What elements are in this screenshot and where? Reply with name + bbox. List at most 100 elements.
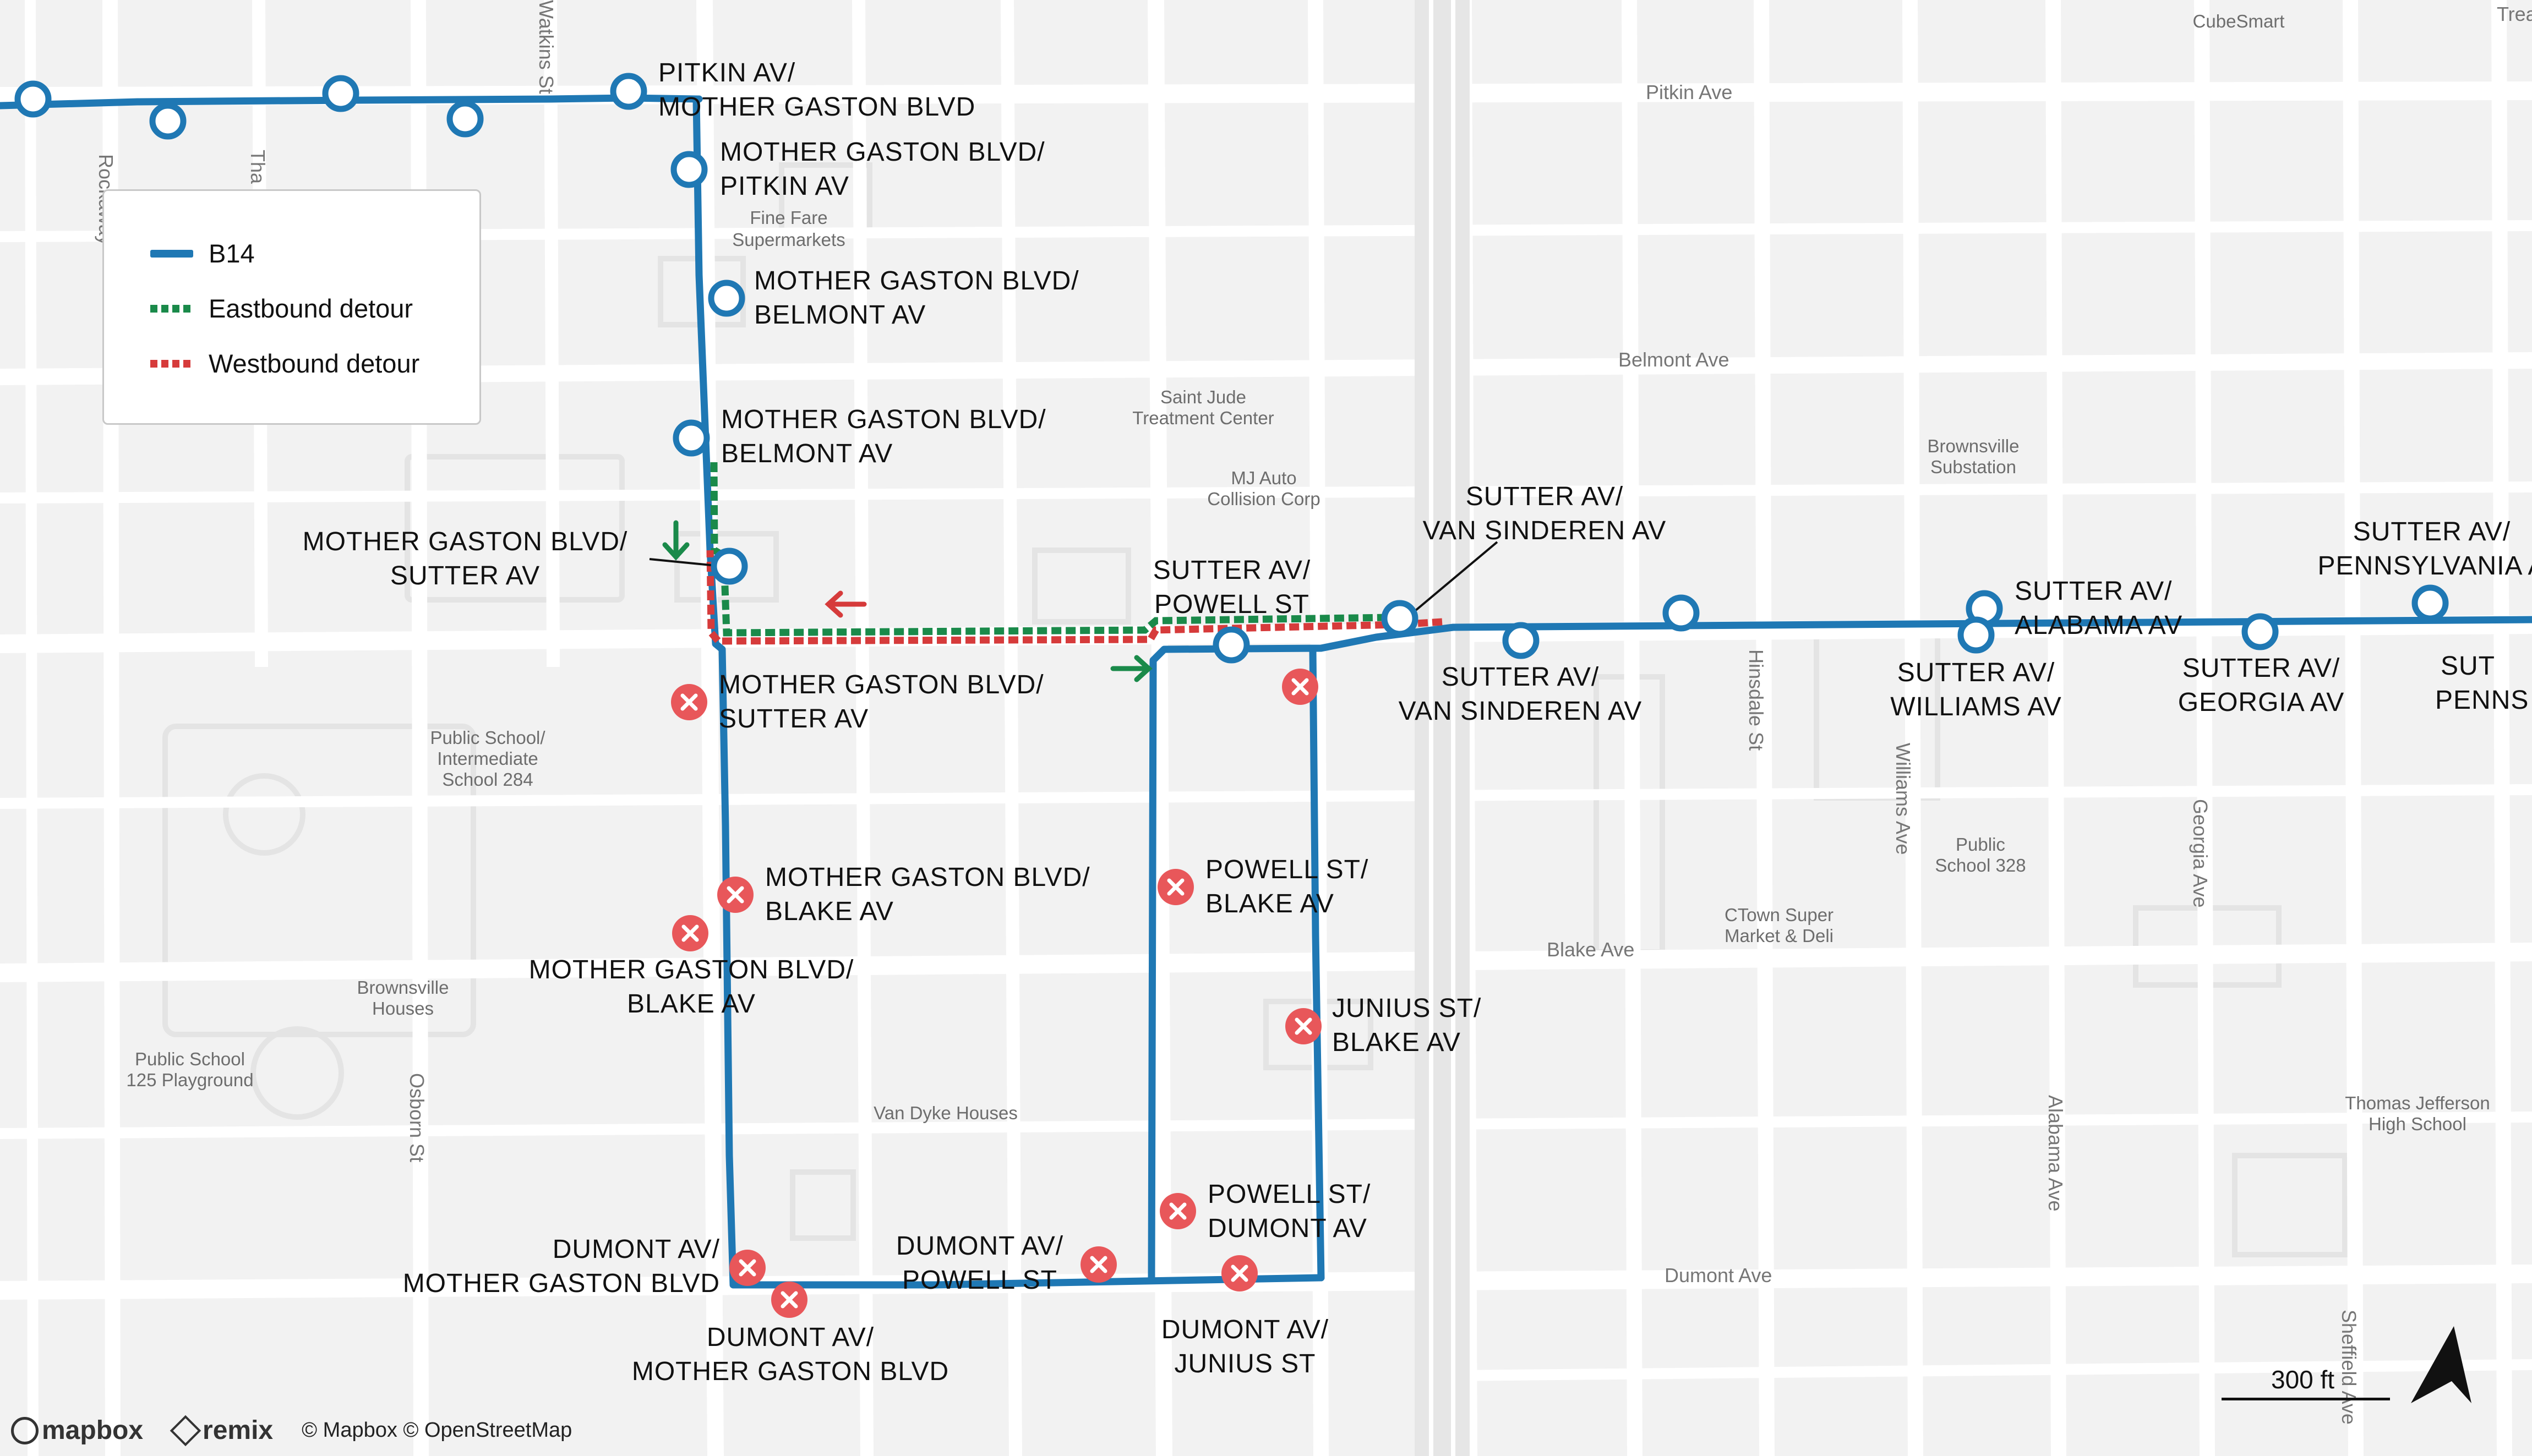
poi-brownsville-substation-2: Substation [1930,457,2016,477]
closed-stop-icon[interactable] [717,877,754,913]
stop-label-mg-sutter-closed: MOTHER GASTON BLVD/SUTTER AV [719,670,1044,734]
stop-label-sutter-penn: SUTTER AV/PENNSYLVANIA A [2317,517,2532,581]
poi-brownsville-houses: Brownsville [357,977,449,998]
closed-stop-icon[interactable] [1282,669,1318,705]
street-label-williams: Williams Ave [1892,743,1914,855]
eastbound-dash-swatch [150,304,193,313]
stop-marker[interactable] [673,419,710,457]
stop-label-dumont-mg-1: DUMONT AV/MOTHER GASTON BLVD [403,1235,720,1298]
map-attribution: mapbox remix © Mapbox © OpenStreetMap [11,1415,572,1446]
street-label-hinsdale: Hinsdale St [1745,649,1767,751]
stop-label-mg-pitkin: MOTHER GASTON BLVD/PITKIN AV [720,138,1045,201]
street-label-blake: Blake Ave [1547,938,1634,961]
poi-labels: CubeSmart Fine Fare Supermarkets Saint J… [126,11,2490,1134]
legend-item-westbound: Westbound detour [150,348,419,379]
poi-cubesmart: CubeSmart [2193,11,2285,31]
stop-marker[interactable] [446,100,484,138]
direction-arrows [662,520,1153,682]
legend-item-route: B14 [150,238,255,269]
stop-marker[interactable] [1381,600,1418,637]
stop-marker[interactable] [711,548,748,585]
poi-fine-fare-2: Supermarkets [732,229,845,250]
street-label-sheffield: Sheffield Ave [2338,1310,2360,1425]
stop-marker[interactable] [708,280,745,317]
poi-saint-jude: Saint Jude [1160,387,1246,407]
street-label-trea: Trea [2497,3,2532,25]
stop-label-powell-blake: POWELL ST/BLAKE AV [1205,855,1368,918]
poi-ps125-2: 125 Playground [126,1070,253,1090]
stop-label-sutter-georgia: SUTTER AV/GEORGIA AV [2178,654,2345,717]
closed-stop-icon[interactable] [1285,1008,1322,1044]
closed-stop-icon[interactable] [1221,1255,1258,1291]
street-label-georgia: Georgia Ave [2189,799,2212,907]
route-line-swatch [150,249,193,258]
stop-label-mg-sutter-left: MOTHER GASTON BLVD/SUTTER AV [303,527,628,590]
street-label-pitkin: Pitkin Ave [1646,81,1732,103]
active-stops [14,73,2449,664]
stop-marker[interactable] [149,102,187,140]
stop-marker[interactable] [1502,622,1540,659]
stop-marker[interactable] [2241,613,2279,650]
eastbound-detour [710,462,1393,637]
closed-stop-icon[interactable] [771,1282,807,1318]
stop-label-sutter-powell: SUTTER AV/POWELL ST [1153,556,1311,619]
street-label-thatford: Tha [247,150,269,184]
stop-label-dumont-mg-2: DUMONT AV/MOTHER GASTON BLVD [632,1323,949,1386]
closed-stop-icon[interactable] [1158,869,1194,905]
poi-ps328: Public [1956,834,2005,855]
closed-stop-icon[interactable] [1160,1193,1196,1229]
legend-label: Westbound detour [209,349,420,378]
closed-stop-icon[interactable] [672,915,708,951]
remix-logo[interactable]: remix [170,1415,273,1446]
stop-label-sutter-vs-top: SUTTER AV/VAN SINDEREN AV [1423,482,1667,545]
street-label-dumont: Dumont Ave [1665,1264,1772,1287]
stop-marker[interactable] [1957,616,1995,654]
attribution-text[interactable]: © Mapbox © OpenStreetMap [302,1419,572,1442]
stop-label-dumont-junius: DUMONT AV/JUNIUS ST [1161,1315,1329,1378]
north-arrow-icon [2411,1326,2471,1403]
stop-labels: PITKIN AV/MOTHER GASTON BLVD MOTHER GAST… [303,58,2532,1386]
street-label-watkins: Watkins St [535,0,558,94]
stop-marker[interactable] [2411,584,2449,622]
mapbox-logo[interactable]: mapbox [11,1415,143,1446]
stop-label-dumont-powell: DUMONT AV/POWELL ST [896,1231,1063,1295]
poi-brownsville-houses-2: Houses [372,998,434,1019]
closed-stops [671,669,1322,1318]
stop-label-sutter-vs-bottom: SUTTER AV/VAN SINDEREN AV [1399,663,1642,726]
stop-marker[interactable] [1213,626,1250,664]
stop-marker[interactable] [610,73,647,110]
poi-fine-fare: Fine Fare [750,207,827,228]
stop-label-mg-belmont-2: MOTHER GASTON BLVD/BELMONT AV [721,405,1046,468]
closed-stop-icon[interactable] [1081,1246,1117,1283]
legend-label: B14 [209,239,255,268]
stop-label-sutter-alabama: SUTTER AV/ALABAMA AV [2015,577,2182,640]
arrow-down-icon [662,520,690,561]
scale-line [2222,1398,2390,1400]
closed-stop-icon[interactable] [671,684,707,720]
remix-icon [170,1415,201,1446]
poi-saint-jude-2: Treatment Center [1132,408,1274,428]
poi-thomas-jefferson-2: High School [2369,1114,2466,1134]
mapbox-icon [11,1416,39,1444]
poi-ps284-3: School 284 [442,769,533,790]
street-label-alabama: Alabama Ave [2044,1095,2067,1211]
stop-marker[interactable] [322,75,359,112]
scale-label: 300 ft [2271,1365,2335,1394]
legend-label: Eastbound detour [209,294,413,323]
stop-label-sutter-williams: SUTTER AV/WILLIAMS AV [1890,658,2062,721]
stop-label-mg-blake-2: MOTHER GASTON BLVD/BLAKE AV [529,955,854,1019]
stop-label-powell-dumont: POWELL ST/DUMONT AV [1208,1180,1371,1243]
stop-marker[interactable] [1662,594,1700,632]
poi-van-dyke: Van Dyke Houses [874,1103,1018,1123]
route-b14 [0,94,2532,1289]
street-labels: Pitkin Ave Belmont Ave Blake Ave Dumont … [95,0,2532,1425]
scale-bar: 300 ft [2222,1365,2390,1400]
stop-marker[interactable] [14,80,52,118]
arrow-right-icon [1110,655,1153,682]
closed-stop-icon[interactable] [729,1250,766,1286]
poi-thomas-jefferson: Thomas Jefferson [2345,1093,2490,1113]
stop-marker[interactable] [670,151,708,188]
poi-mj-auto-2: Collision Corp [1207,489,1320,509]
rail-corridor [1415,0,1470,1456]
